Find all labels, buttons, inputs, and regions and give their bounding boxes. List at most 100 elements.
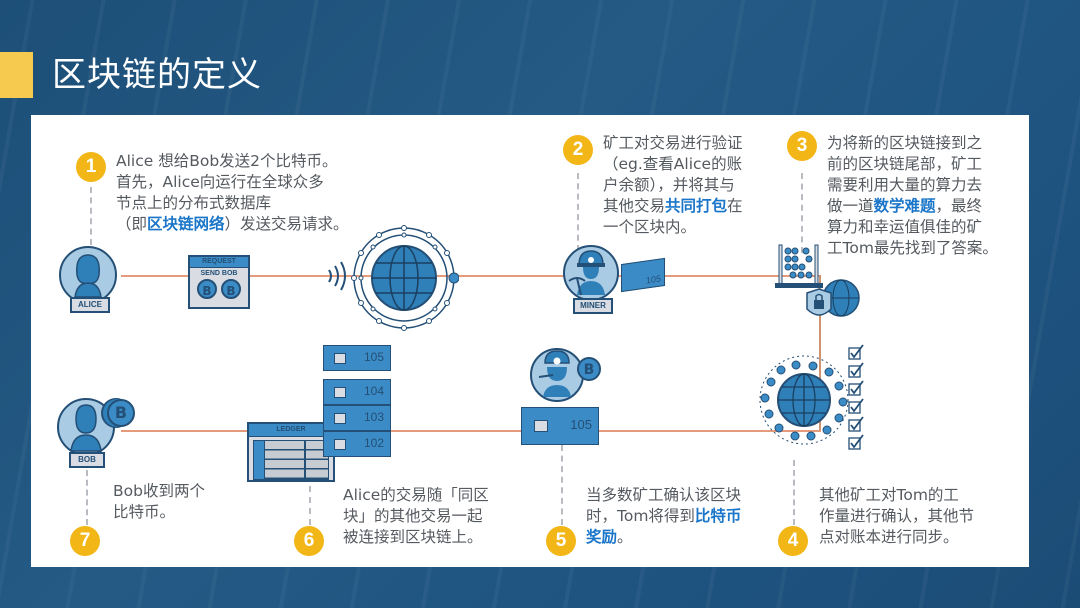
highlight-math-problem: 数学难题 xyxy=(873,197,936,215)
envelope-icon xyxy=(334,353,346,364)
step-1-line-2: 首先，Alice向运行在全球众多 xyxy=(116,173,324,191)
signal-waves-icon xyxy=(323,260,351,296)
highlight-reward: 奖励 xyxy=(586,528,618,546)
step-3-line-4-pre: 做一道 xyxy=(827,197,874,215)
miner-label: MINER xyxy=(573,298,613,314)
highlight-blockchain-network: 区块链网络 xyxy=(147,215,225,233)
block-105-icon: 105 xyxy=(621,257,665,293)
bitcoin-coin-icon: B xyxy=(221,279,241,299)
step-3-line-4-post: ，最终 xyxy=(935,197,983,215)
step-1-text: Alice 想给Bob发送2个比特币。 首先，Alice向运行在全球众多 节点上… xyxy=(116,151,349,235)
coin-row: B B xyxy=(190,279,248,299)
step-badge-3: 3 xyxy=(787,131,817,161)
step-1-line-3: 节点上的分布式数据库 xyxy=(116,194,272,212)
envelope-icon xyxy=(334,387,346,398)
block-104: 104 xyxy=(323,379,391,405)
leader-step-7 xyxy=(86,470,88,525)
block-102: 102 xyxy=(323,431,391,457)
step-7-text: Bob收到两个 比特币。 xyxy=(113,481,205,523)
block-number: 105 xyxy=(570,417,592,432)
block-number: 105 xyxy=(645,273,661,286)
step-5-line-1: 当多数矿工确认该区块 xyxy=(586,486,742,504)
step-3-line-6: 工Tom最先找到了答案。 xyxy=(827,239,998,257)
envelope-icon xyxy=(334,413,346,424)
ledger-column-divider xyxy=(304,441,306,479)
step-2-line-1: 矿工对交易进行验证 xyxy=(603,134,743,152)
step-2-text: 矿工对交易进行验证 （eg.查看Alice的账 户余额），并将其与 其他交易共同… xyxy=(603,133,743,238)
step-5-text: 当多数矿工确认该区块 时，Tom将得到比特币 奖励。 xyxy=(586,485,741,548)
step-5-line-2: 时，Tom将得到比特币 xyxy=(586,506,741,527)
step-2-line-5: 一个区块内。 xyxy=(603,218,697,236)
bob-avatar-icon: BOB B xyxy=(55,397,145,469)
step-2-line-3: 户余额），并将其与 xyxy=(603,176,735,194)
abacus-lock-globe-icon xyxy=(773,243,863,329)
highlight-pack-together: 共同打包 xyxy=(665,197,728,215)
step-6-line-1: Alice的交易随「同区 xyxy=(343,486,489,504)
step-7-line-1: Bob收到两个 xyxy=(113,482,205,500)
step-badge-6: 6 xyxy=(294,526,324,556)
leader-step-3 xyxy=(801,173,803,253)
leader-step-5 xyxy=(561,445,563,525)
step-2-line-2: （eg.查看Alice的账 xyxy=(603,155,743,173)
step-badge-4: 4 xyxy=(778,526,808,556)
step-3-line-1: 为将新的区块链接到之 xyxy=(827,134,983,152)
step-3-line-4: 做一道数学难题，最终 xyxy=(827,196,998,217)
step-badge-2: 2 xyxy=(563,135,593,165)
step-2-line-4-post: 在 xyxy=(727,197,743,215)
step-3-line-5: 算力和幸运值俱佳的矿 xyxy=(827,218,983,236)
ledger-icon: LEDGER xyxy=(247,422,335,482)
request-card-icon: REQUEST SEND BOB B B xyxy=(188,255,250,309)
bob-label: BOB xyxy=(69,452,105,468)
ledger-header: LEDGER xyxy=(249,424,333,437)
bitcoin-coin-icon: B xyxy=(577,357,601,381)
step-badge-1: 1 xyxy=(76,152,106,182)
envelope-icon xyxy=(534,420,548,432)
globe-network-icon xyxy=(349,223,460,337)
step-3-line-3: 需要利用大量的算力去 xyxy=(827,176,983,194)
step-5-line-3: 奖励。 xyxy=(586,527,741,548)
step-6-line-2: 块」的其他交易一起 xyxy=(343,507,483,525)
request-card-header: REQUEST xyxy=(190,257,248,268)
title-accent-bar xyxy=(0,52,33,98)
block-105-icon: 105 xyxy=(521,407,599,445)
alice-label: ALICE xyxy=(70,297,110,313)
step-1-line-4: （即区块链网络）发送交易请求。 xyxy=(116,214,349,235)
step-1-line-4-post: ）发送交易请求。 xyxy=(224,215,349,233)
envelope-icon xyxy=(334,439,346,450)
bitcoin-coin-icon: B xyxy=(197,279,217,299)
request-card-body: SEND BOB xyxy=(200,270,238,277)
bitcoin-coin-icon: B xyxy=(107,399,135,427)
leader-step-2 xyxy=(577,173,579,251)
ledger-column xyxy=(254,441,265,479)
step-4-line-3: 点对账本进行同步。 xyxy=(819,528,959,546)
leader-step-4 xyxy=(793,460,795,525)
step-6-line-3: 被连接到区块链上。 xyxy=(343,528,483,546)
step-4-line-2: 作量进行确认，其他节 xyxy=(819,507,975,525)
miner-reward-block-icon: B 105 xyxy=(519,345,609,455)
step-1-line-1: Alice 想给Bob发送2个比特币。 xyxy=(116,152,338,170)
block-103: 103 xyxy=(323,405,391,431)
block-number: 105 xyxy=(363,350,384,364)
block-number: 103 xyxy=(363,410,384,424)
globe-network-checklist-icon xyxy=(751,340,871,474)
step-1-line-4-pre: （即 xyxy=(116,215,148,233)
connector-bottom xyxy=(121,430,821,432)
step-5-line-2-pre: 时，Tom将得到 xyxy=(586,507,695,525)
connector-right xyxy=(819,275,821,432)
block-105: 105 xyxy=(323,345,391,371)
block-number: 104 xyxy=(363,384,384,398)
diagram-panel: 1 2 3 4 5 6 7 Alice 想给Bob发送2个比特币。 首先，Ali… xyxy=(31,115,1029,567)
step-7-line-2: 比特币。 xyxy=(113,503,176,521)
step-2-line-4: 其他交易共同打包在 xyxy=(603,196,743,217)
miner-avatar-icon: MINER 105 xyxy=(561,243,671,315)
step-5-line-3-post: 。 xyxy=(617,528,633,546)
ledger-table xyxy=(253,440,329,480)
step-2-line-4-pre: 其他交易 xyxy=(603,197,666,215)
page-title: 区块链的定义 xyxy=(52,55,262,95)
step-3-text: 为将新的区块链接到之 前的区块链尾部，矿工 需要利用大量的算力去 做一道数学难题… xyxy=(827,133,998,259)
leader-step-6 xyxy=(309,475,311,525)
block-number: 102 xyxy=(363,436,384,450)
connector-top xyxy=(121,275,821,277)
step-badge-5: 5 xyxy=(546,526,576,556)
alice-avatar-icon: ALICE xyxy=(57,245,121,315)
